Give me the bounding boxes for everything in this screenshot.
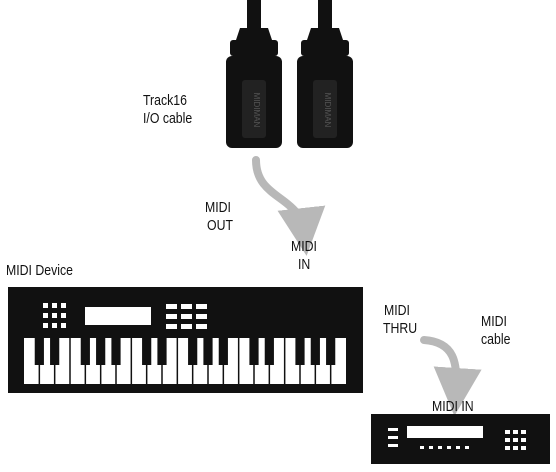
rack-right-buttons: [505, 430, 526, 450]
black-key: [264, 338, 274, 365]
black-keys: [34, 338, 336, 365]
midi-out-label-line1: MIDI: [205, 199, 231, 216]
midi-thru-label-line2: THRU: [383, 320, 418, 337]
rack-device: [371, 414, 550, 464]
black-key: [218, 338, 228, 365]
black-key: [249, 338, 259, 365]
cable-type-label: I/O cable: [143, 110, 193, 127]
black-key: [96, 338, 106, 365]
midi-out-label-line2: OUT: [207, 217, 233, 234]
keyboard-right-buttons: [166, 304, 207, 329]
black-key: [80, 338, 90, 365]
black-key: [34, 338, 44, 365]
left-din-connector: MIDIMAN: [226, 28, 282, 148]
black-key: [50, 338, 60, 365]
cable-wires: [247, 0, 332, 30]
rack-left-indicators: [388, 428, 398, 447]
midi-cable-label-line1: MIDI: [481, 313, 507, 330]
rack-display-dots: [420, 446, 469, 449]
black-key: [111, 338, 121, 365]
midi-out-arrow: [252, 156, 326, 256]
midi-device-label: MIDI Device: [6, 262, 73, 279]
keyboard-display: [85, 307, 151, 325]
midi-thru-arrow: [420, 336, 482, 416]
left-connector-molded-text: MIDIMAN: [252, 93, 261, 128]
midi-in-label-line2: IN: [298, 256, 311, 273]
black-key: [157, 338, 167, 365]
keybed: [24, 338, 346, 384]
black-key: [326, 338, 336, 365]
rack-midi-in-label: MIDI IN: [432, 398, 474, 415]
right-connector-molded-text: MIDIMAN: [323, 93, 332, 128]
black-key: [295, 338, 305, 365]
black-key: [142, 338, 152, 365]
black-key: [203, 338, 213, 365]
right-din-connector: MIDIMAN: [297, 28, 353, 148]
keyboard-device: [8, 287, 363, 393]
black-key: [188, 338, 198, 365]
rack-display: [407, 426, 483, 438]
midi-cable-label-line2: cable: [481, 331, 511, 348]
keyboard-left-buttons: [43, 303, 66, 328]
black-key: [310, 338, 320, 365]
midi-thru-label-line1: MIDI: [384, 302, 410, 319]
cable-name-label: Track16: [143, 92, 187, 109]
midi-in-label-line1: MIDI: [291, 238, 317, 255]
